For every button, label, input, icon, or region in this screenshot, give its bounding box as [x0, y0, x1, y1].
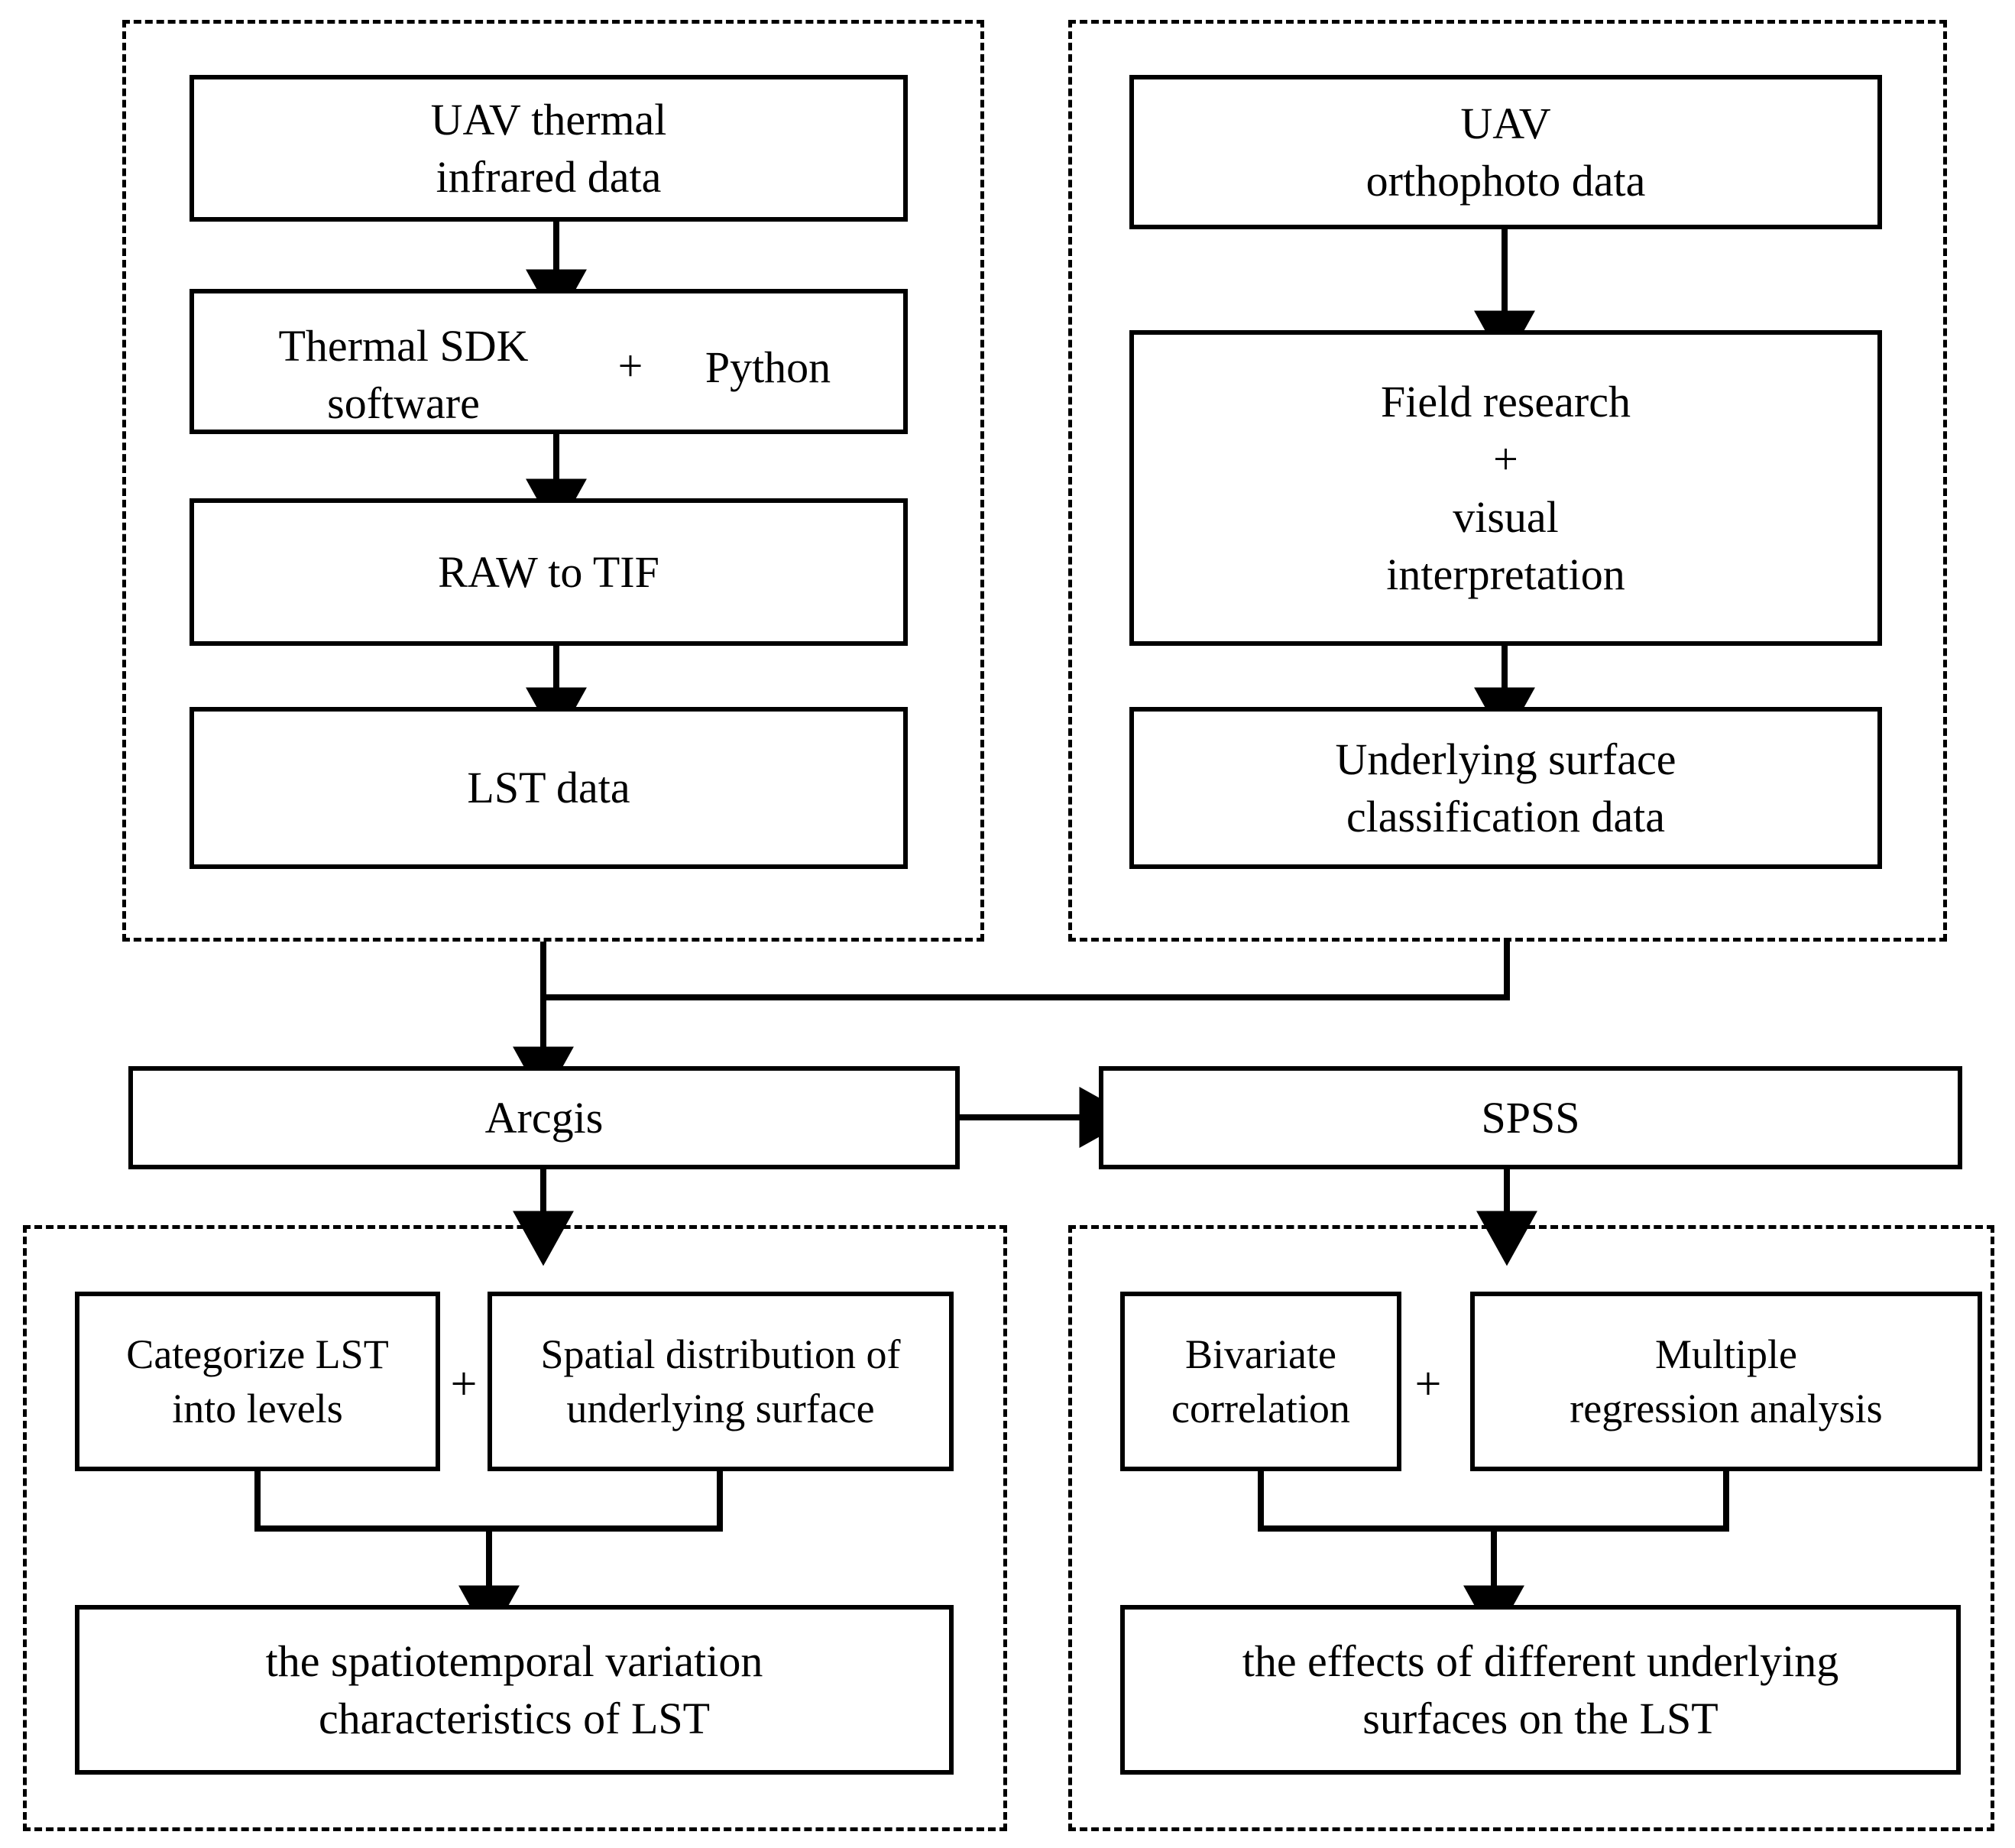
- plus-left-sign: +: [450, 1358, 478, 1410]
- plus-right-sign: +: [1414, 1358, 1442, 1410]
- node-multiple-regression[interactable]: Multiple regression analysis: [1470, 1292, 1982, 1471]
- node-outcome-right[interactable]: the effects of different underlying surf…: [1120, 1605, 1961, 1775]
- node-categorize-lst-label: Categorize LST into levels: [126, 1331, 389, 1431]
- node-spss-label: SPSS: [1481, 1092, 1580, 1143]
- node-thermal-sdk-python[interactable]: [190, 289, 908, 434]
- node-uav-thermal-data[interactable]: UAV thermal infrared data: [190, 75, 908, 222]
- node-thermal-sdk-label: Thermal SDK software: [278, 321, 529, 429]
- node-uav-thermal-data-label: UAV thermal infrared data: [430, 94, 667, 202]
- spss-analysis-group: [1068, 1225, 1994, 1831]
- node-bivariate-correlation-label: Bivariate correlation: [1171, 1331, 1350, 1431]
- arcgis-analysis-group: [23, 1225, 1007, 1831]
- node-lst-data[interactable]: LST data: [190, 707, 908, 869]
- node-uav-orthophoto-data-label: UAV orthophoto data: [1365, 98, 1646, 206]
- node-field-research[interactable]: Field research + visual interpretation: [1129, 330, 1882, 646]
- node-lst-data-label: LST data: [467, 763, 630, 813]
- node-outcome-left[interactable]: the spatiotemporal variation characteris…: [75, 1605, 954, 1775]
- node-underlying-surface-data[interactable]: Underlying surface classification data: [1129, 707, 1882, 869]
- node-spatial-distribution-label: Spatial distribution of underlying surfa…: [540, 1331, 901, 1431]
- orthophoto-data-group: [1068, 20, 1947, 942]
- node-uav-orthophoto-data[interactable]: UAV orthophoto data: [1129, 75, 1882, 229]
- node-raw-to-tif-label: RAW to TIF: [438, 546, 659, 597]
- node-python-label: Python: [705, 342, 831, 392]
- node-multiple-regression-label: Multiple regression analysis: [1570, 1331, 1883, 1431]
- node-bivariate-correlation[interactable]: Bivariate correlation: [1120, 1292, 1401, 1471]
- thermal-data-group: [122, 20, 984, 942]
- node-outcome-left-label: the spatiotemporal variation characteris…: [265, 1636, 763, 1743]
- node-raw-to-tif[interactable]: RAW to TIF: [190, 498, 908, 646]
- plus-sdk-python-sign: +: [617, 341, 643, 391]
- node-field-research-label: Field research + visual interpretation: [1381, 376, 1631, 599]
- node-spatial-distribution[interactable]: Spatial distribution of underlying surfa…: [488, 1292, 954, 1471]
- node-outcome-right-label: the effects of different underlying surf…: [1242, 1636, 1839, 1743]
- node-arcgis-label: Arcgis: [484, 1092, 604, 1143]
- node-arcgis[interactable]: Arcgis: [128, 1066, 960, 1169]
- node-categorize-lst[interactable]: Categorize LST into levels: [75, 1292, 440, 1471]
- node-spss[interactable]: SPSS: [1099, 1066, 1962, 1169]
- node-underlying-surface-data-label: Underlying surface classification data: [1335, 734, 1676, 841]
